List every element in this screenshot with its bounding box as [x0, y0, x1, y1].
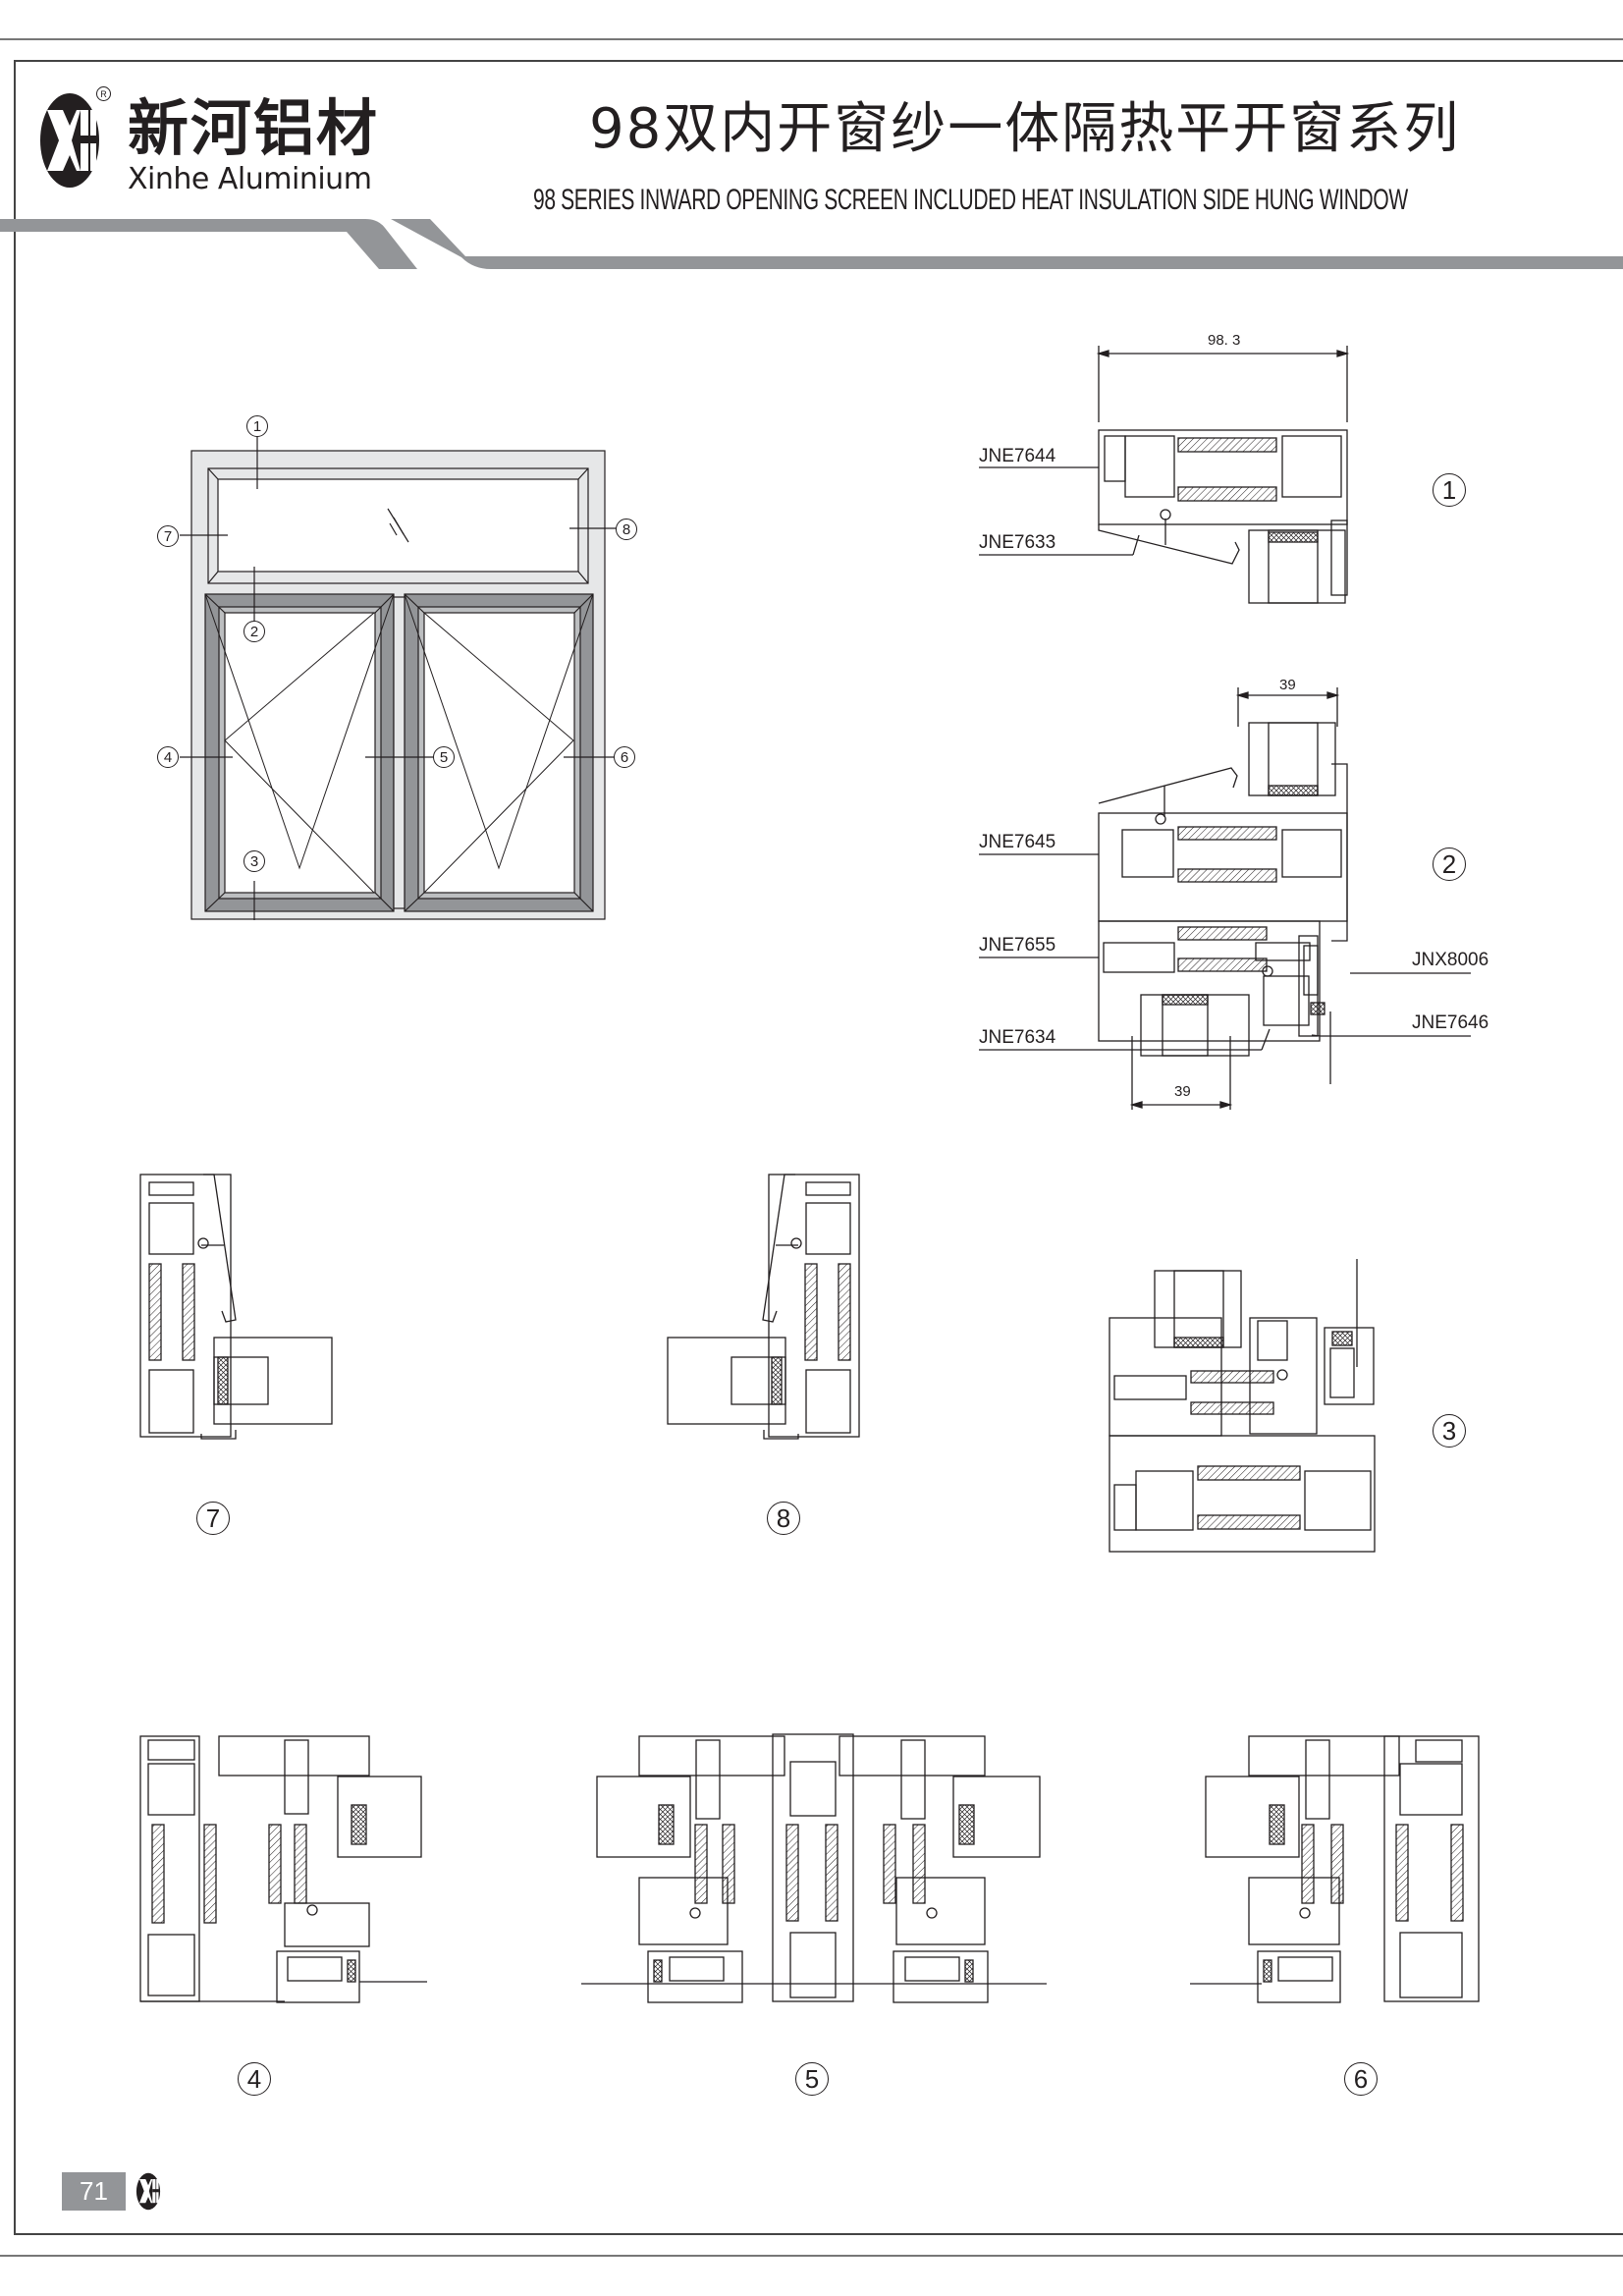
page-outer-border	[0, 38, 1623, 2257]
page-number: 71	[62, 2172, 126, 2211]
callout-8: 8	[616, 519, 637, 540]
section-number-2: 2	[1433, 847, 1466, 881]
profile-label-jne7645: JNE7645	[979, 832, 1056, 852]
registered-mark: R	[96, 86, 111, 101]
brand-name-cn: 新河铝材	[128, 92, 380, 164]
callout-2: 2	[243, 621, 265, 642]
callout-5: 5	[433, 746, 455, 768]
brand-name-en: Xinhe Aluminium	[128, 162, 372, 196]
page-inner-border	[14, 60, 1623, 2235]
callout-6: 6	[614, 746, 635, 768]
s1-dimension-width: 98. 3	[1208, 332, 1241, 349]
profile-label-jne7646: JNE7646	[1412, 1012, 1489, 1033]
callout-4: 4	[157, 746, 179, 768]
s2-dimension-bottom: 39	[1174, 1083, 1191, 1100]
s2-dimension-top: 39	[1279, 677, 1296, 693]
section-number-1: 1	[1433, 473, 1466, 507]
footer-logo-icon	[135, 2172, 161, 2211]
profile-label-jne7634: JNE7634	[979, 1027, 1056, 1048]
section-number-4: 4	[238, 2062, 271, 2096]
callout-3: 3	[243, 850, 265, 872]
section-number-5: 5	[795, 2062, 829, 2096]
profile-label-jne7644: JNE7644	[979, 446, 1056, 466]
section-number-8: 8	[767, 1502, 800, 1535]
section-number-3: 3	[1433, 1414, 1466, 1448]
profile-label-jne7633: JNE7633	[979, 532, 1056, 553]
section-number-7: 7	[196, 1502, 230, 1535]
brand-logo-icon	[40, 93, 99, 188]
page-title-en: 98 SERIES INWARD OPENING SCREEN INCLUDED…	[533, 184, 1408, 216]
page-title-cn: 98双内开窗纱一体隔热平开窗系列	[589, 97, 1461, 161]
callout-7: 7	[157, 525, 179, 547]
profile-label-jnx8006: JNX8006	[1412, 950, 1489, 970]
profile-label-jne7655: JNE7655	[979, 935, 1056, 956]
callout-1: 1	[246, 415, 268, 437]
section-number-6: 6	[1344, 2062, 1378, 2096]
header-band	[0, 219, 1623, 269]
